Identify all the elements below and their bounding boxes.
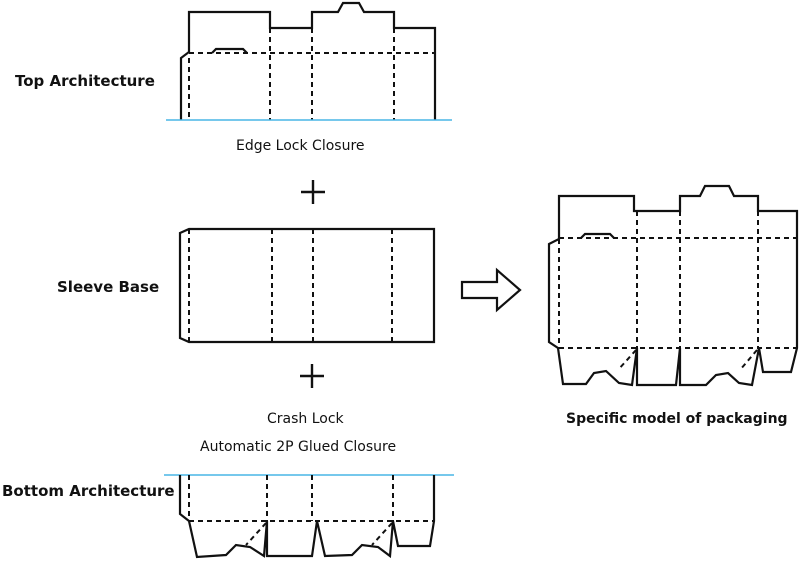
top-architecture-dieline <box>166 1 452 121</box>
sleeve-base-label: Sleeve Base <box>57 278 160 296</box>
bottom-architecture-dieline <box>164 474 454 559</box>
glued-closure-caption: Automatic 2P Glued Closure <box>200 439 397 455</box>
sleeve-outline <box>178 227 436 344</box>
right-arrow-icon <box>460 267 522 313</box>
specific-model-dieline <box>547 184 799 387</box>
model-lock-slot <box>580 232 615 239</box>
model-diagonal-1 <box>617 349 637 371</box>
bottom-outline <box>178 475 436 559</box>
result-caption: Specific model of packaging <box>566 411 788 427</box>
plus-symbol-1 <box>301 180 325 204</box>
model-diagonal-2 <box>739 349 758 371</box>
top-lock-slot <box>211 47 248 54</box>
bottom-diagonal-2 <box>371 522 393 546</box>
bottom-architecture-label: Bottom Architecture <box>2 482 175 500</box>
plus-symbol-2 <box>300 364 324 388</box>
top-outline <box>179 1 437 120</box>
bottom-diagonal-1 <box>245 522 267 546</box>
edge-lock-caption: Edge Lock Closure <box>236 138 365 154</box>
model-outline <box>547 184 799 387</box>
crash-lock-caption: Crash Lock <box>267 411 344 427</box>
sleeve-base-dieline <box>178 227 436 344</box>
top-architecture-label: Top Architecture <box>15 72 155 90</box>
